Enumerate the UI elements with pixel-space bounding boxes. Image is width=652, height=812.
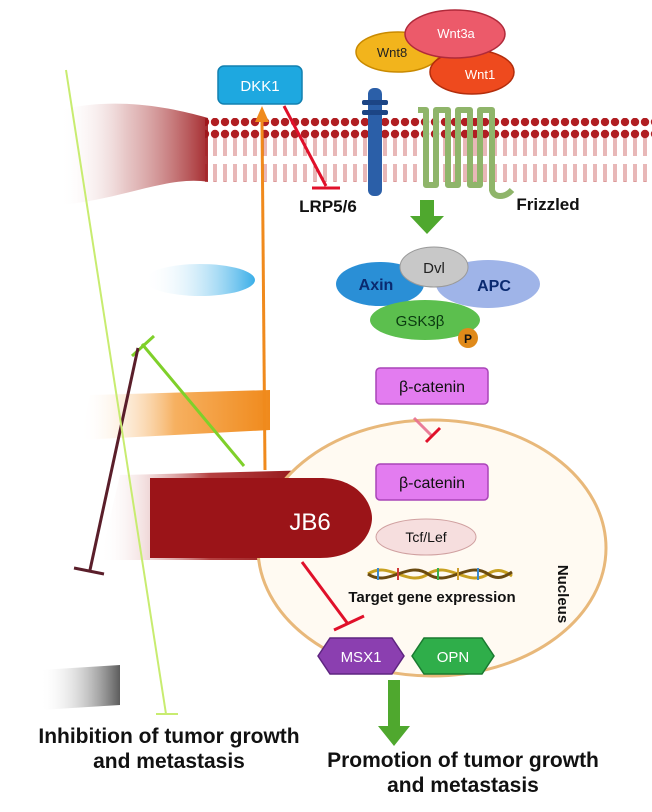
frizzled-label: Frizzled: [516, 195, 579, 214]
tcf-label: Tcf/Lef: [405, 529, 446, 545]
wnt3a-label: Wnt3a: [437, 26, 475, 41]
translocation-arrow: [412, 416, 434, 438]
jb6-msx1-inhibit-bar: [333, 614, 365, 632]
orange-fade-streak: [80, 390, 270, 440]
dkk1-inhibit-line: [282, 105, 328, 187]
tcf-protein: [375, 518, 477, 556]
bcat-cyto-box: [375, 367, 489, 405]
lime-long-line: [65, 69, 167, 715]
membrane-fade-streak: [60, 103, 208, 205]
wnt8-label: Wnt8: [377, 45, 407, 60]
translocation-bar: [424, 426, 442, 444]
wnt1-label: Wnt1: [465, 67, 495, 82]
lrp-label: LRP5/6: [299, 197, 357, 216]
dark-inhibit-bar: [73, 566, 105, 576]
promotion-arrow: [378, 680, 410, 746]
lrp-band-1: [362, 100, 388, 105]
bcat-nuc-box: [375, 463, 489, 501]
lrp-band-2: [362, 110, 388, 115]
dvl-label: Dvl: [423, 260, 445, 277]
dark-inhibit-line: [88, 347, 140, 571]
blue-fade-blob: [145, 264, 255, 296]
gsk3b-protein: [370, 300, 480, 340]
target-gene-label: Target gene expression: [348, 589, 515, 606]
apc-label: APC: [477, 278, 511, 295]
msx1-label: MSX1: [341, 649, 382, 666]
jb6-protein: [150, 478, 372, 558]
lime-inhibit-line: [140, 343, 246, 467]
jb6-msx1-inhibit-line: [300, 561, 350, 625]
bcat-nuc-label: β-catenin: [399, 475, 465, 492]
opn-hexagon: [411, 637, 495, 675]
orange-arrowhead: [255, 106, 269, 122]
opn-label: OPN: [437, 649, 470, 666]
frizzled-receptor: [418, 107, 515, 199]
bcat-cyto-label: β-catenin: [399, 379, 465, 396]
inhibition-caption: Inhibition of tumor growth and metastasi…: [38, 725, 300, 773]
phospho-p: [458, 328, 478, 348]
activation-arrow-1: [410, 200, 444, 234]
axin-label: Axin: [359, 277, 394, 294]
dna-helix: [367, 568, 513, 580]
promotion-caption: Promotion of tumor growth and metastasis: [327, 749, 599, 797]
nucleus-label: Nucleus: [554, 565, 571, 623]
phospho-label: P: [464, 332, 472, 346]
msx1-hexagon: [317, 637, 405, 675]
jb6-label: JB6: [289, 509, 330, 536]
dkk1-label: DKK1: [240, 78, 279, 95]
gsk3b-label: GSK3β: [396, 313, 445, 330]
wnt3a-ligand: [404, 9, 506, 59]
orange-activation-line: [260, 119, 267, 471]
dvl-protein: [399, 246, 469, 288]
dkk1-box: [217, 65, 303, 105]
dark-fade-streak: [40, 665, 120, 710]
